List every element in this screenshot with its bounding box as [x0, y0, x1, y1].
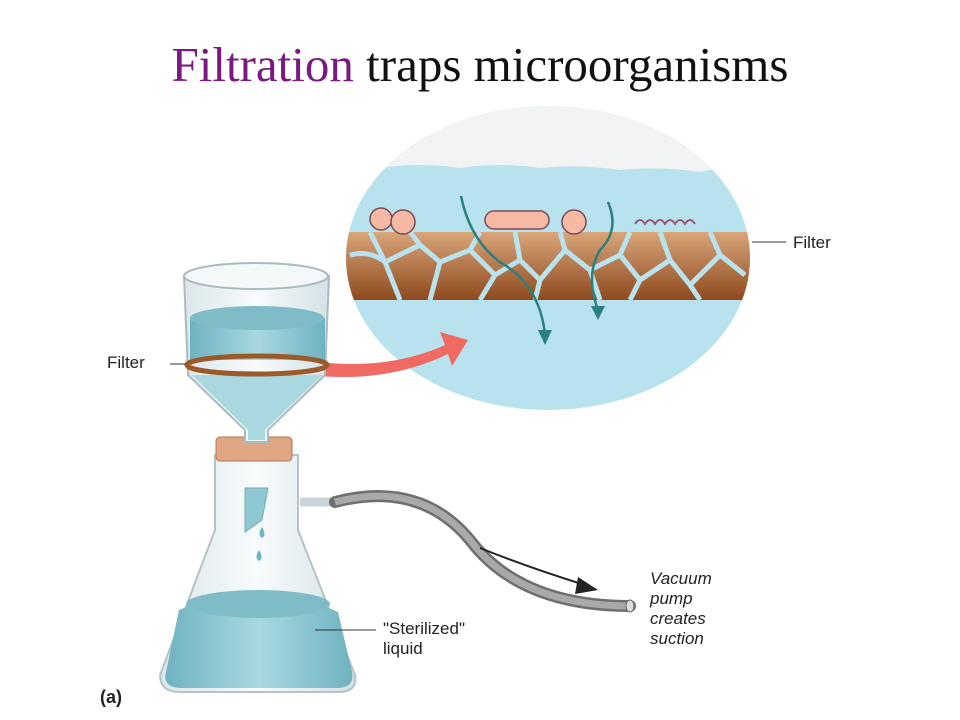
bacillus-microbe — [484, 210, 550, 230]
vacuum-line3: creates — [650, 609, 706, 628]
suction-arrow — [479, 547, 586, 586]
filter-funnel — [170, 262, 376, 631]
fluid-flow-arrows — [459, 195, 614, 336]
sterilized-liquid — [165, 592, 353, 688]
vacuum-tube — [300, 490, 636, 613]
filter-label-left: Filter — [107, 353, 145, 372]
slide-title: Filtration traps microorganisms — [0, 36, 960, 93]
vacuum-label: Vacuum pump creates suction — [650, 569, 712, 649]
sterilized-liquid-label: "Sterilized" liquid — [383, 619, 465, 659]
spirillum-microbe — [634, 219, 696, 226]
coccus-microbe — [369, 207, 393, 231]
flask — [158, 436, 357, 693]
coccus-microbe — [561, 209, 587, 235]
filter-membrane — [346, 232, 750, 300]
vacuum-line4: suction — [650, 629, 704, 648]
filter-label-right: Filter — [793, 233, 831, 252]
title-highlight: Filtration — [171, 37, 354, 92]
sterilized-line2: liquid — [383, 639, 423, 658]
vacuum-line1: Vacuum — [650, 569, 712, 588]
sterilized-line1: "Sterilized" — [383, 619, 465, 638]
coccus-microbe — [390, 209, 416, 235]
magnify-arrow — [318, 332, 468, 378]
vacuum-line2: pump — [650, 589, 693, 608]
microbes — [369, 207, 696, 235]
funnel-filter-membrane — [184, 353, 330, 377]
title-rest: traps microorganisms — [366, 37, 789, 92]
panel-label: (a) — [100, 687, 122, 707]
